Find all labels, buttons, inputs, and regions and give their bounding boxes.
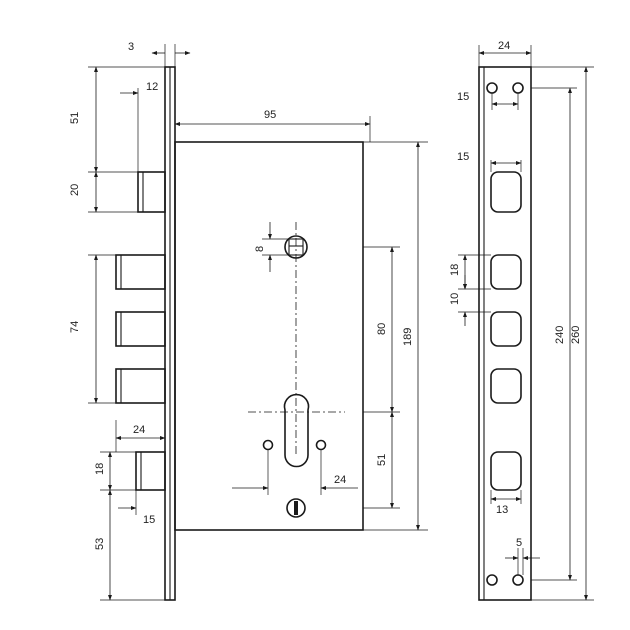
dim-bolt-offset: 12: [146, 81, 158, 93]
dead-bolt-1: [115, 254, 166, 290]
strike-holes-bottom: [486, 574, 524, 586]
cylinder-cutout: [283, 393, 310, 468]
dim-bottom-bolt-height: 18: [94, 463, 106, 475]
strike-slot-2: [490, 254, 522, 290]
dim-strike-width: 24: [498, 40, 510, 52]
dim-hole-spacing-top: 15: [457, 91, 469, 103]
dim-case-width: 95: [264, 109, 276, 121]
latch-bolt: [137, 171, 166, 213]
dim-spindle-to-cylinder: 80: [376, 323, 388, 335]
lock-case: [174, 141, 364, 531]
dim-cylinder-to-bottom: 51: [376, 454, 388, 466]
faceplate: [164, 66, 176, 601]
dim-bolt-group-height: 74: [69, 321, 81, 333]
bottom-bolt: [135, 451, 166, 491]
dim-slot-gap: 10: [449, 293, 461, 305]
dim-bottom-bolt-depth: 24: [133, 424, 145, 436]
screw-hole-right: [315, 439, 327, 451]
dim-bottom-margin: 53: [94, 538, 106, 550]
dim-top-to-bolt: 51: [69, 112, 81, 124]
dim-cylinder-width: 24: [334, 474, 346, 486]
dim-latch-height: 20: [69, 184, 81, 196]
strike-slot-1: [490, 171, 522, 213]
dim-strike-inner-length: 240: [554, 326, 566, 344]
strike-slot-5: [490, 451, 522, 491]
strike-slot-3: [490, 311, 522, 347]
dim-slot-width: 15: [457, 151, 469, 163]
dim-spindle-square: 8: [254, 246, 266, 252]
strike-slot-4: [490, 368, 522, 404]
case-screw: [286, 498, 306, 518]
dim-bottom-hole-offset: 5: [516, 537, 522, 549]
dim-strike-total-length: 260: [570, 326, 582, 344]
dim-bottom-bolt-offset: 15: [143, 514, 155, 526]
strike-holes-top: [486, 82, 524, 94]
screw-hole-left: [262, 439, 274, 451]
dead-bolt-3: [115, 368, 166, 404]
dim-bottom-slot-width: 13: [496, 504, 508, 516]
strike-plate: [478, 66, 532, 601]
dim-case-height: 189: [402, 328, 414, 346]
dead-bolt-2: [115, 311, 166, 347]
dim-slot-height: 18: [449, 264, 461, 276]
dim-faceplate-thickness: 3: [128, 41, 134, 53]
